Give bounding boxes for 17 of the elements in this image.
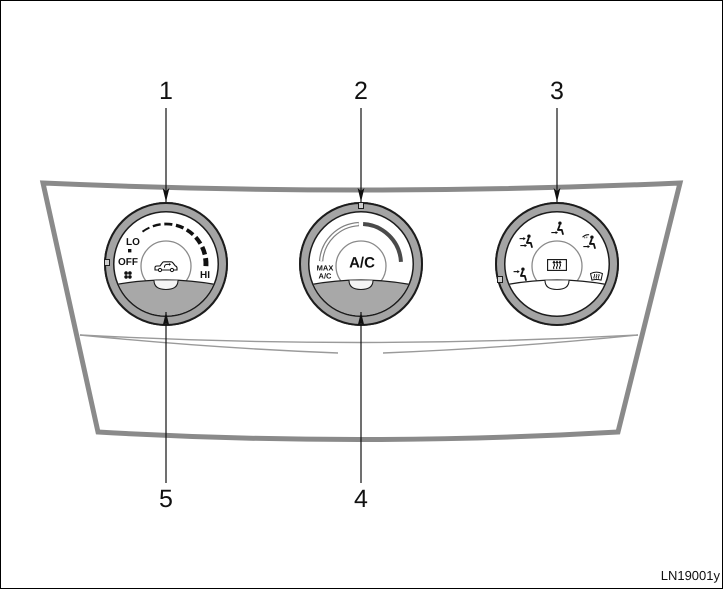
knob-lower-segment (118, 280, 214, 316)
leader-line (162, 108, 170, 202)
knob-lower-segment (313, 280, 409, 316)
dial-label: A/C (349, 256, 375, 270)
figure-code: LN19001y (660, 569, 720, 582)
leader-line (358, 312, 364, 483)
callout-number: 3 (543, 79, 571, 104)
callout-number: 4 (347, 487, 375, 512)
callout-number: 2 (347, 79, 375, 104)
callout-number: 1 (152, 79, 180, 104)
dial-label: LO (126, 238, 140, 248)
leader-line (554, 108, 560, 202)
leader-line (162, 312, 170, 483)
dial-label: HI (200, 271, 210, 281)
callout-number: 5 (152, 487, 180, 512)
leader-line (358, 108, 364, 202)
dial-label: OFF (118, 258, 138, 268)
